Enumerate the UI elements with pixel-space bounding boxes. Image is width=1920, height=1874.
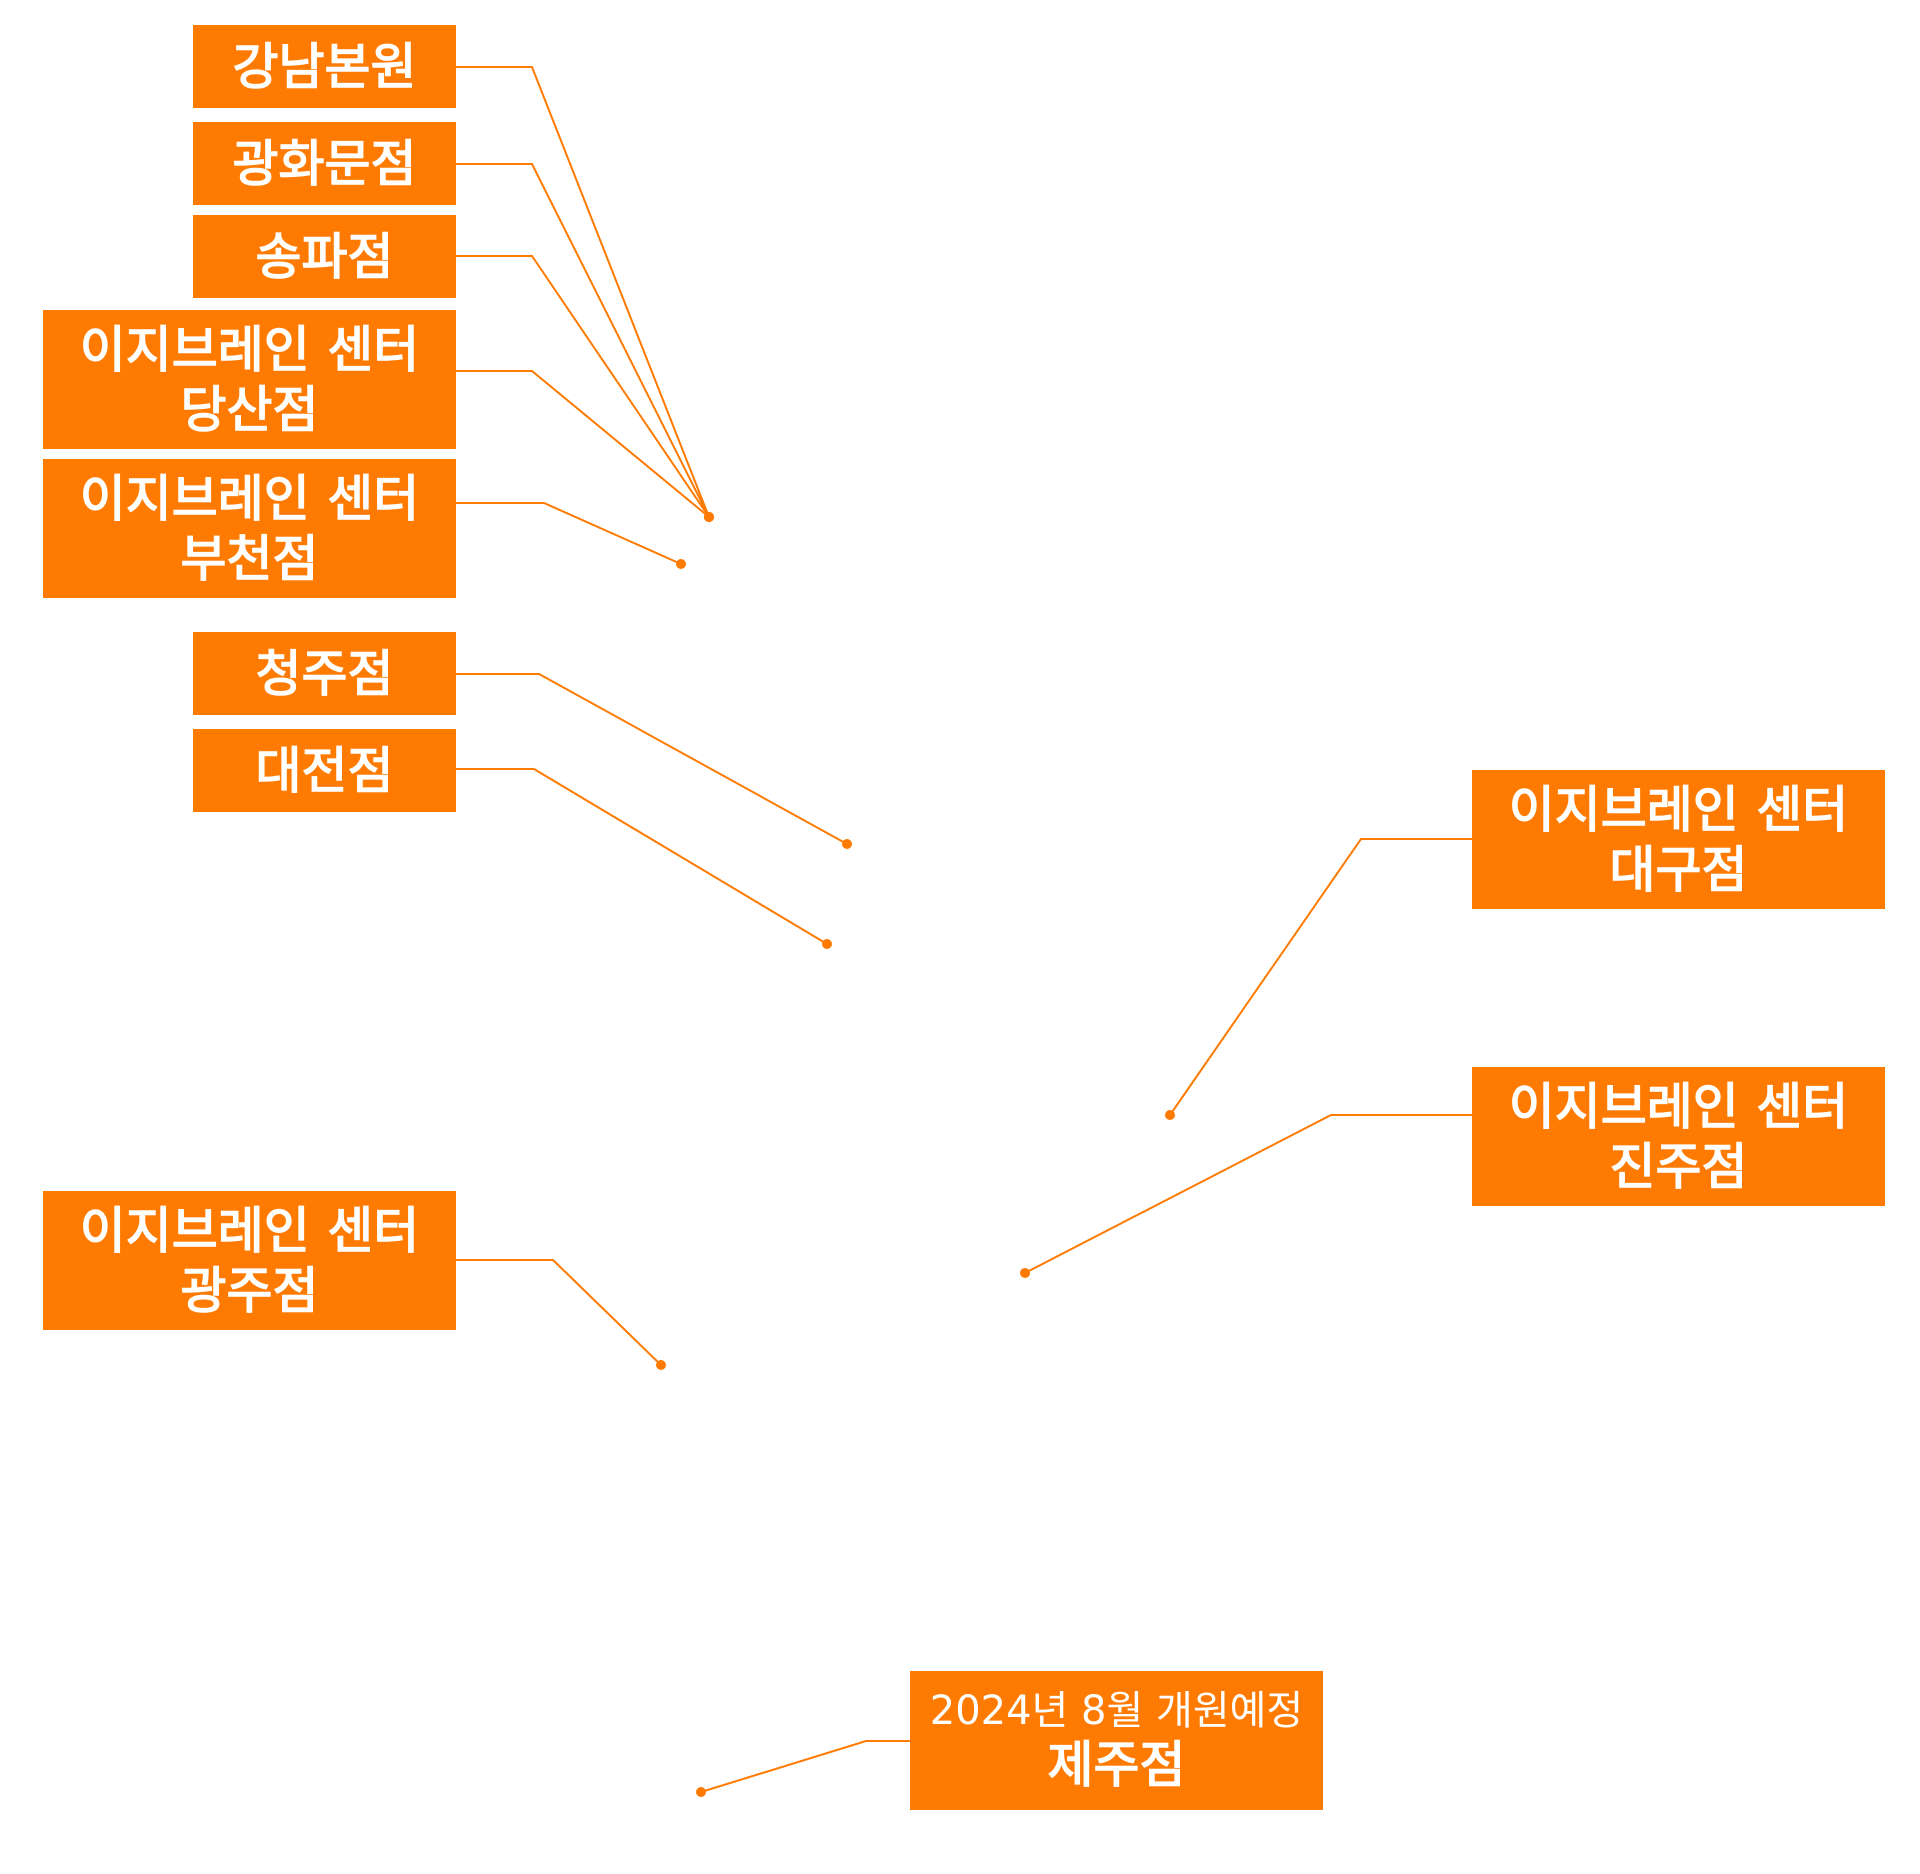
- branch-label-jeju[interactable]: 2024년 8월 개원예정 제주점: [910, 1671, 1323, 1810]
- leader-line-gwangju: [456, 1259, 662, 1366]
- branch-name: 부천점: [180, 529, 319, 588]
- opening-note: 2024년 8월 개원예정: [929, 1687, 1304, 1734]
- branch-label-jinju[interactable]: 이지브레인 센터 진주점: [1472, 1067, 1885, 1206]
- branch-name: 당산점: [180, 380, 319, 439]
- branch-name: 대구점: [1609, 840, 1748, 899]
- leader-line-daejeon: [456, 768, 828, 945]
- branch-label-cheongju[interactable]: 청주점: [193, 632, 456, 715]
- branch-name: 대전점: [255, 741, 394, 800]
- branch-name: 진주점: [1609, 1137, 1748, 1196]
- location-marker-cheongju[interactable]: [842, 839, 852, 849]
- branch-prefix: 이지브레인 센터: [1508, 1077, 1849, 1136]
- leader-line-cheongju: [456, 673, 848, 845]
- branch-label-gwanghwamun[interactable]: 광화문점: [193, 122, 456, 205]
- branch-label-dangsan[interactable]: 이지브레인 센터 당산점: [43, 310, 456, 449]
- location-marker-bucheon[interactable]: [676, 559, 686, 569]
- branch-label-daejeon[interactable]: 대전점: [193, 729, 456, 812]
- leader-line-gangnam: [456, 66, 710, 518]
- branch-name: 광화문점: [232, 134, 417, 193]
- branch-prefix: 이지브레인 센터: [79, 469, 420, 528]
- leader-line-dangsan: [456, 370, 710, 518]
- branch-label-bucheon[interactable]: 이지브레인 센터 부천점: [43, 459, 456, 598]
- branch-name: 송파점: [255, 227, 394, 286]
- branch-prefix: 이지브레인 센터: [79, 320, 420, 379]
- branch-prefix: 이지브레인 센터: [79, 1201, 420, 1260]
- location-marker-dangsan[interactable]: [704, 512, 714, 522]
- branch-label-gangnam[interactable]: 강남본원: [193, 25, 456, 108]
- leader-line-songpa: [456, 255, 710, 518]
- branch-label-songpa[interactable]: 송파점: [193, 215, 456, 298]
- location-marker-jinju[interactable]: [1020, 1268, 1030, 1278]
- location-marker-daejeon[interactable]: [822, 939, 832, 949]
- location-marker-gwangju[interactable]: [656, 1360, 666, 1370]
- branch-name: 강남본원: [232, 37, 417, 96]
- location-marker-jeju[interactable]: [696, 1787, 706, 1797]
- branch-name: 제주점: [1047, 1735, 1186, 1794]
- branch-name: 청주점: [255, 644, 394, 703]
- branch-prefix: 이지브레인 센터: [1508, 780, 1849, 839]
- branch-label-daegu[interactable]: 이지브레인 센터 대구점: [1472, 770, 1885, 909]
- branch-label-gwangju[interactable]: 이지브레인 센터 광주점: [43, 1191, 456, 1330]
- leader-line-daegu: [1169, 838, 1472, 1116]
- location-marker-daegu[interactable]: [1165, 1110, 1175, 1120]
- leader-line-jeju: [700, 1740, 910, 1793]
- leader-line-gwanghwamun: [456, 163, 710, 518]
- branch-name: 광주점: [180, 1261, 319, 1320]
- leader-line-bucheon: [456, 502, 682, 565]
- leader-line-jinju: [1024, 1114, 1472, 1274]
